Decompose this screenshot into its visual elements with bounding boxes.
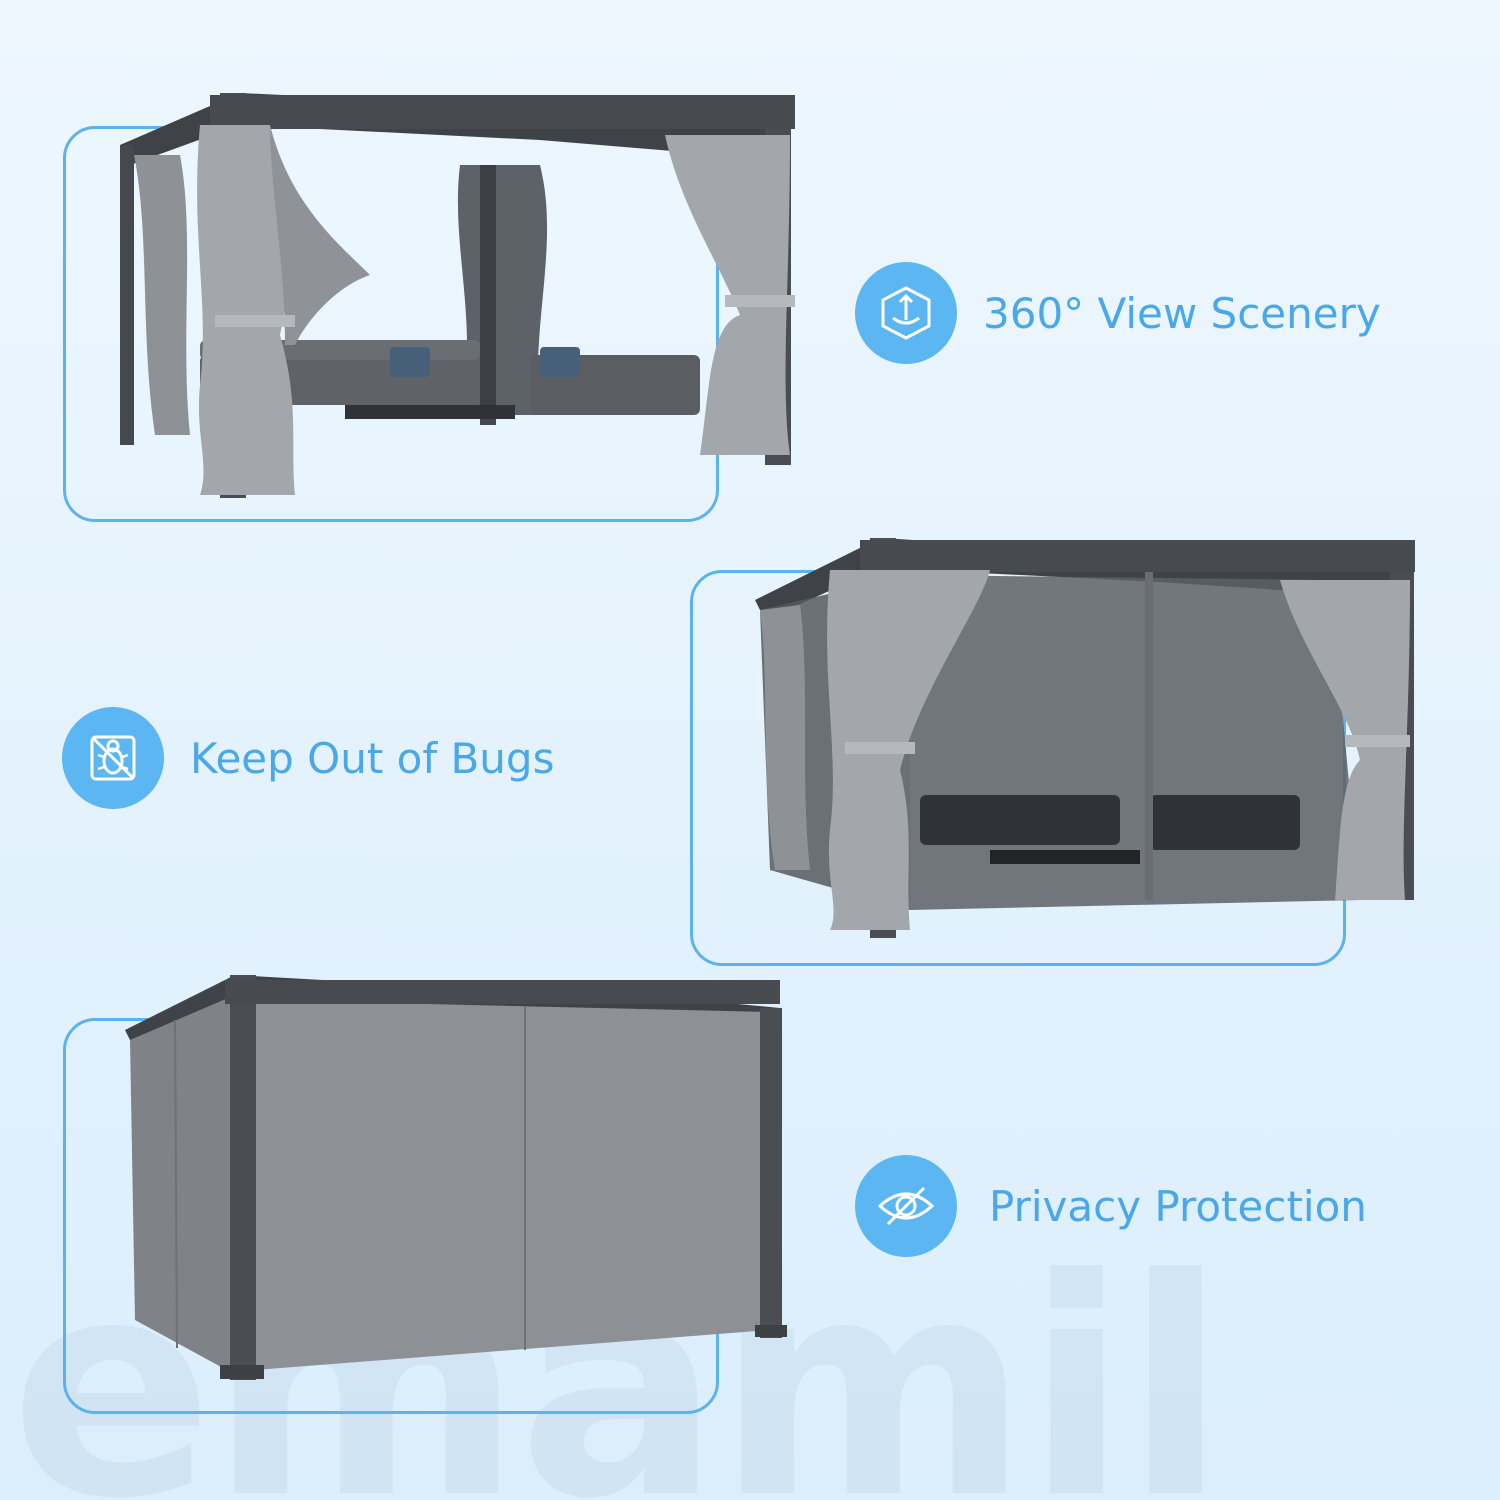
feature-keep-out-bugs: Keep Out of Bugs — [62, 707, 554, 809]
feature-label: Keep Out of Bugs — [190, 733, 555, 783]
pergola-privacy-wall-image — [125, 975, 787, 1380]
feature-label: Privacy Protection — [989, 1181, 1367, 1231]
pergola-mosquito-net-image — [755, 538, 1415, 938]
pergola-open-curtains-image — [120, 93, 795, 498]
no-bug-icon — [62, 707, 164, 809]
feature-360-view: 360° View Scenery — [855, 262, 1381, 364]
feature-privacy-protection: Privacy Protection — [855, 1155, 1367, 1257]
eye-slash-icon — [855, 1155, 957, 1257]
feature-label: 360° View Scenery — [983, 288, 1381, 338]
cube-360-icon — [855, 262, 957, 364]
